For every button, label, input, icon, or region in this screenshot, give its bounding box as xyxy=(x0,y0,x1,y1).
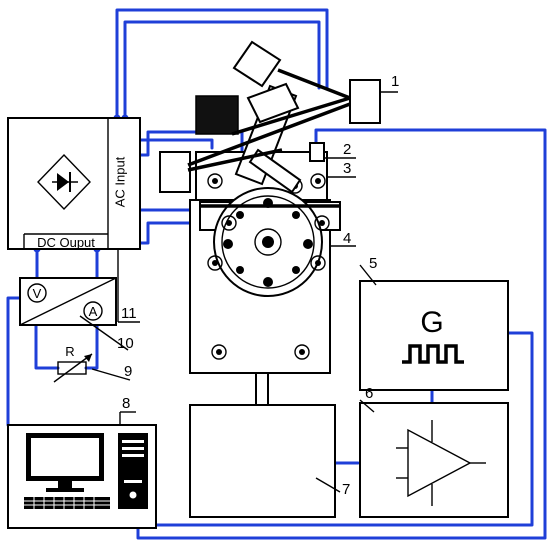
callout-6: 6 xyxy=(365,385,373,402)
voltmeter-label: V xyxy=(33,286,42,301)
callout-leaders xyxy=(79,91,398,493)
variable-resistor-icon: R xyxy=(53,344,93,383)
rig-left-pad xyxy=(159,151,191,193)
computer xyxy=(7,424,157,529)
wire-top-inner xyxy=(123,20,321,120)
meter-box-diagonal xyxy=(19,277,117,326)
generator-box xyxy=(359,280,509,391)
wire-top-outer xyxy=(115,8,329,120)
ammeter-icon xyxy=(83,301,103,321)
sensor-1-box xyxy=(349,79,381,124)
load-block xyxy=(189,404,336,518)
amplifier xyxy=(359,402,509,518)
ammeter-label: A xyxy=(89,304,98,319)
ac-input-label: AC Input xyxy=(112,156,127,207)
sensor-2-block xyxy=(309,142,325,162)
callout-1: 1 xyxy=(391,73,399,90)
computer-icon xyxy=(24,433,148,509)
callout-8: 8 xyxy=(122,395,130,412)
resistor-label: R xyxy=(65,344,74,359)
callout-7: 7 xyxy=(342,481,350,498)
wire-resistor-to-meter xyxy=(84,323,99,370)
generator: G xyxy=(359,280,509,391)
rotary-disc xyxy=(213,187,323,297)
rig-shaft xyxy=(255,372,269,406)
voltmeter-icon xyxy=(27,283,47,303)
callout-11: 11 xyxy=(121,305,137,322)
rectifier-diode-icon xyxy=(37,153,91,211)
power-supply-box xyxy=(7,117,141,250)
power-supply-unit: AC Input DC Ouput xyxy=(7,117,141,250)
amplifier-box xyxy=(359,402,509,518)
tension-wires xyxy=(187,68,351,208)
lever-elbow xyxy=(246,82,300,124)
test-rig xyxy=(159,40,381,406)
generator-pulse-icon xyxy=(402,344,464,364)
callout-10: 10 xyxy=(117,335,134,352)
meter-box: V A xyxy=(19,277,117,326)
wire-top-right-frame xyxy=(136,128,547,540)
callout-9: 9 xyxy=(124,363,132,380)
callout-5: 5 xyxy=(369,255,377,272)
callout-numbers: 1 2 3 4 5 6 7 8 9 10 11 xyxy=(117,73,399,498)
wire-meter-to-resistor xyxy=(34,323,60,370)
wire-meter-to-pc xyxy=(6,296,22,427)
wire-ac-to-rig-upper xyxy=(123,138,214,150)
callout-4: 4 xyxy=(343,230,351,247)
generator-label: G xyxy=(420,306,443,339)
callout-2: 2 xyxy=(343,141,351,158)
amplifier-triangle-icon xyxy=(396,420,486,506)
dc-output-label: DC Ouput xyxy=(37,235,95,250)
actuator-block xyxy=(195,95,239,135)
callout-3: 3 xyxy=(343,160,351,177)
top-weight xyxy=(232,40,282,88)
